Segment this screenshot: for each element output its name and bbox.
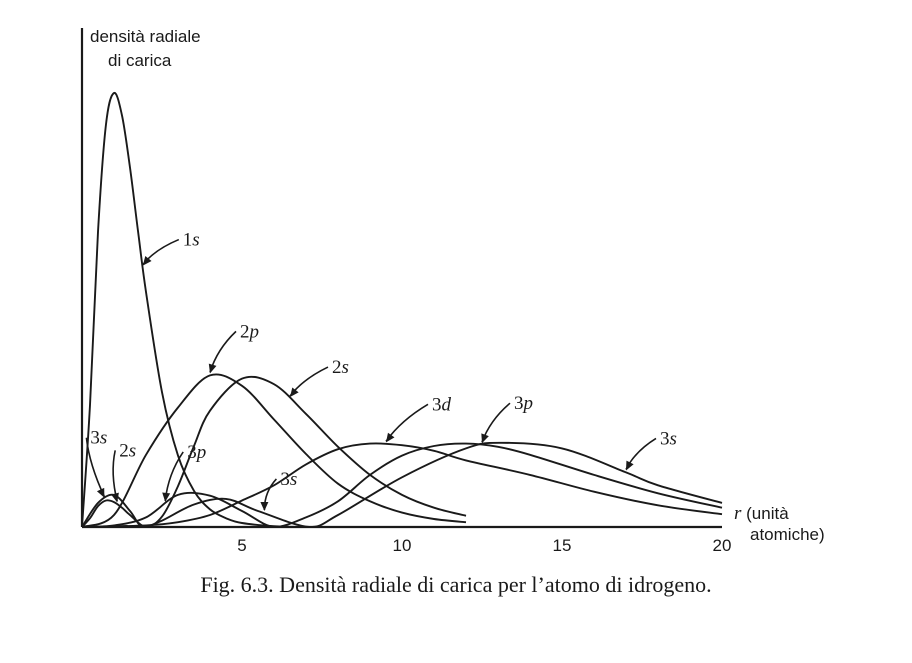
annotation-2s-6: 2s — [111, 440, 136, 503]
annotation-label: 3d — [432, 394, 452, 415]
annotation-label: 2p — [240, 321, 259, 342]
curve-3s — [81, 441, 723, 528]
annotation-2p-2: 2p — [208, 321, 259, 374]
x-axis-label-r: r — [734, 503, 742, 524]
x-axis-label-line1: r (unità — [734, 503, 789, 524]
curve-3p — [81, 442, 723, 528]
annotation-arrowhead — [162, 492, 171, 502]
annotation-label: 3s — [90, 428, 107, 449]
annotation-label: 2s — [119, 440, 136, 461]
x-tick-label-15: 15 — [553, 536, 572, 555]
x-tick-label-20: 20 — [713, 536, 732, 555]
annotation-2s-1: 2s — [289, 357, 349, 398]
annotation-1s-0: 1s — [142, 230, 200, 266]
annotation-3s-7: 3s — [85, 428, 107, 498]
annotation-label: 3s — [280, 469, 297, 490]
annotation-3d-3: 3d — [385, 394, 452, 443]
curve-2p — [81, 373, 467, 528]
annotation-3p-8: 3p — [162, 442, 206, 502]
y-axis-label-line1: densità radiale — [90, 27, 201, 46]
annotation-label: 3p — [514, 393, 533, 414]
annotation-3p-4: 3p — [481, 393, 533, 444]
annotation-arrowhead — [142, 256, 152, 266]
y-axis-label-line2: di carica — [108, 51, 172, 70]
annotation-label: 2s — [332, 357, 349, 378]
curve-1s — [81, 92, 466, 528]
figure-caption: Fig. 6.3. Densità radiale di carica per … — [200, 572, 712, 597]
annotation-arrowhead — [290, 387, 299, 398]
annotation-label: 1s — [183, 230, 200, 251]
curve-2s — [81, 375, 467, 528]
annotation-arrowhead — [260, 501, 269, 511]
annotations: 1s 2s 2p 3d 3p 3s 2s 3s 3p 3s — [85, 230, 677, 511]
x-axis-label-line2: atomiche) — [750, 525, 825, 544]
x-tick-label-5: 5 — [237, 536, 246, 555]
annotation-arrowhead — [386, 432, 395, 443]
annotation-arrowhead — [208, 363, 217, 374]
annotation-label: 3s — [660, 428, 677, 449]
annotation-3s-9: 3s — [260, 469, 297, 511]
x-axis-label-rest: (unità — [746, 504, 789, 523]
annotation-label: 3p — [187, 442, 206, 463]
x-tick-labels: 5 10 15 20 — [237, 536, 731, 555]
x-tick-label-10: 10 — [393, 536, 412, 555]
annotation-3s-5: 3s — [625, 428, 677, 471]
annotation-arrowhead — [481, 433, 489, 444]
annotation-arrowhead — [626, 460, 634, 471]
curves — [81, 92, 723, 528]
curve-3d — [81, 442, 723, 528]
annotation-arrowhead — [111, 492, 119, 503]
chart-canvas: densità radiale di carica r (unità atomi… — [80, 27, 825, 555]
annotation-arrowhead — [96, 487, 105, 498]
